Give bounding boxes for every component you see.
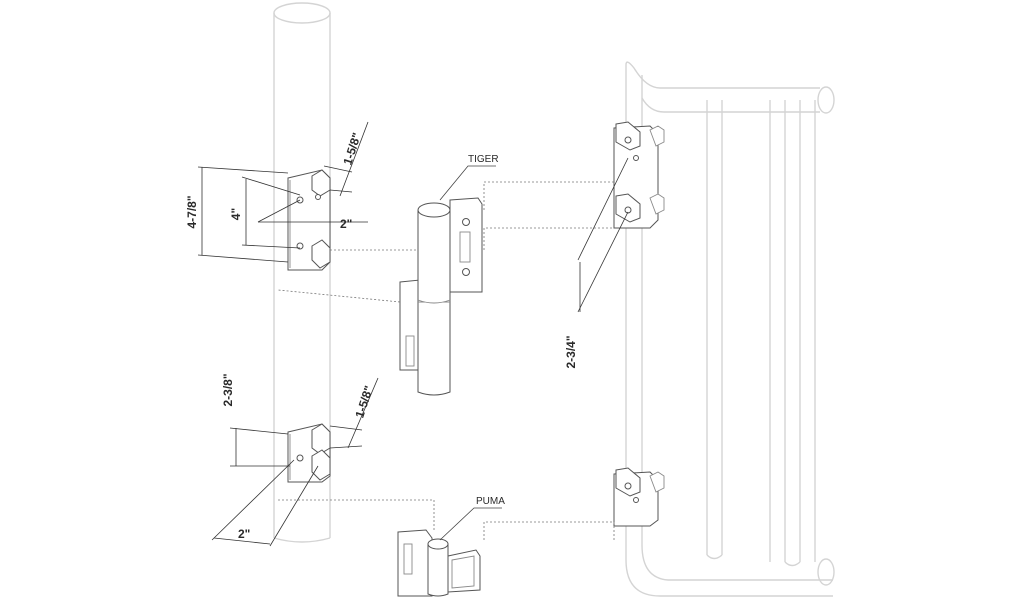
dim-bottom-width: 2" [211, 459, 319, 547]
tiger-hinge [399, 197, 483, 396]
gate-bracket-bottom [613, 467, 665, 527]
dim-top-hole-spacing: 4" [229, 176, 301, 249]
dim-label-top-height: 4-7/8" [185, 195, 199, 228]
gate-frame [625, 61, 835, 597]
dim-label-top-width: 2" [340, 217, 352, 231]
puma-callout: PUMA [439, 496, 505, 541]
dim-gate-spacing: 2-3/4" [564, 157, 629, 369]
dim-top-height: 4-7/8" [185, 166, 289, 263]
puma-hinge [397, 529, 481, 597]
dim-label-top-hole-spacing: 4" [229, 208, 243, 220]
dim-label-gate-spacing: 2-3/4" [564, 335, 578, 368]
post-bracket-bottom [287, 423, 331, 483]
dim-label-top-depth: 1-5/8" [340, 131, 364, 167]
tiger-label: TIGER [468, 154, 499, 165]
dim-top-width: 2" [257, 199, 368, 231]
puma-label: PUMA [476, 496, 505, 507]
dim-bottom-depth: 1-5/8" [329, 377, 379, 449]
post-bracket-top [287, 169, 331, 271]
dim-label-bottom-height: 2-3/8" [221, 373, 235, 406]
connection-lines [277, 181, 615, 540]
dim-label-bottom-depth: 1-5/8" [352, 384, 376, 420]
dim-label-bottom-width: 2" [238, 527, 250, 541]
dim-bottom-height: 2-3/8" [221, 373, 290, 467]
gate-bracket-top [613, 121, 665, 229]
tiger-callout: TIGER [439, 154, 499, 201]
